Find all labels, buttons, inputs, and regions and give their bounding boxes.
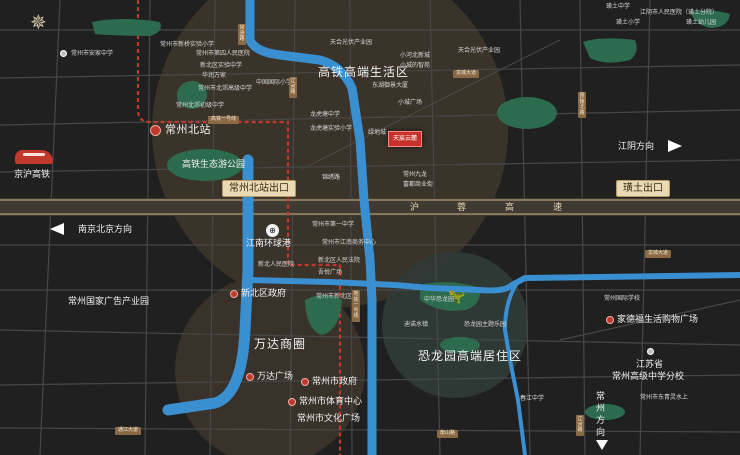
wanda-icon xyxy=(246,373,254,381)
road-plate: 常澄路 xyxy=(238,24,246,45)
poi-label: 小河北新城 xyxy=(400,53,431,59)
jiangyin-hospital-label: 江阴市人民医院（璜土分院） xyxy=(640,10,719,16)
south-arrow-icon xyxy=(596,440,608,450)
wanda-plaza-label: 万达广场 xyxy=(257,371,294,381)
east-arrow-icon xyxy=(668,140,682,152)
jinghu-rail-label: 京沪高铁 xyxy=(14,169,51,179)
poi-label: 常州九龙 xyxy=(403,172,428,178)
road-plate: 通江大道 xyxy=(115,427,142,435)
poi-label: 常州市第一中学 xyxy=(312,222,355,228)
road-plate: 龙城大道 xyxy=(645,250,672,258)
gov-icon xyxy=(230,290,238,298)
nanjing-beijing-direction: 南京北京方向 xyxy=(78,224,133,234)
north-zone-circle xyxy=(152,0,508,308)
poi-label: 中国国际小学 xyxy=(256,80,293,86)
poi-label: 东湖御景大厦 xyxy=(372,83,409,89)
poi-label: 新北人民医院 xyxy=(258,262,295,268)
poi-label: 新北区实验中学 xyxy=(200,63,243,69)
poi-label: 常州北郊初级中学 xyxy=(176,103,225,109)
station-icon xyxy=(150,125,161,136)
jiade-mall-label: 家德福生活购物广场 xyxy=(617,314,699,324)
changzhou-north-station-label: 常州北站 xyxy=(165,124,211,136)
xinbei-gov-label: 新北区政府 xyxy=(241,288,287,298)
culture-plaza-label: 常州市文化广场 xyxy=(297,413,361,423)
city-gov-icon xyxy=(301,378,309,386)
expressway-band xyxy=(0,198,740,216)
jiangsu-school-line1: 江苏省 xyxy=(636,359,664,369)
jiangsu-school-line2: 常州高级中学分校 xyxy=(612,371,685,381)
city-gov-label: 常州市政府 xyxy=(312,376,358,386)
high-speed-train-icon xyxy=(15,150,53,164)
expressway-char: 高 xyxy=(505,202,515,212)
road-plate: 地铁一号线 xyxy=(352,290,360,322)
ad-park-label: 常州国家广告产业园 xyxy=(68,296,150,306)
poi-label: 小城广场 xyxy=(398,100,423,106)
sports-icon xyxy=(288,398,296,406)
school-icon xyxy=(647,348,654,355)
south-zone-label: 万达商圈 xyxy=(254,337,307,351)
poi-label: 常州市江南商务中心 xyxy=(322,240,377,246)
north-zone-label: 高铁高端生活区 xyxy=(318,65,410,79)
poi-label: 天合光伏产业园 xyxy=(330,40,373,46)
road-plate: 辽河路 xyxy=(576,415,584,436)
north-exit-box: 常州北站出口 xyxy=(222,180,296,197)
huangtu-middle-label: 璜土中学 xyxy=(606,4,631,10)
huangtu-kinder-label: 璜土幼儿园 xyxy=(686,20,717,26)
poi-label: 华润万家 xyxy=(202,73,227,79)
road-plate: 辽河路 xyxy=(289,77,297,98)
jiangnan-harbor-label: 江南环球港 xyxy=(246,238,292,248)
huangtu-primary-label: 璜土小学 xyxy=(616,20,641,26)
sports-center-label: 常州市体育中心 xyxy=(299,396,363,406)
poi-label: 常州市第四人民医院 xyxy=(196,51,251,57)
expressway-char: 速 xyxy=(553,202,563,212)
poi-label: 常州国际学校 xyxy=(604,296,641,302)
poi-label: 常州市新桥实验小学 xyxy=(160,42,215,48)
poi-label: 绿地城 xyxy=(368,130,387,136)
poi-label: 常州市东青灵水上 xyxy=(640,395,689,401)
poi-label: 常州市新北区 xyxy=(316,294,353,300)
poi-label: 恐龙园主题乐园 xyxy=(464,322,507,328)
poi-label: 中华恐龙园 xyxy=(424,297,455,303)
road-plate: 龙城大道 xyxy=(453,70,480,78)
poi-label: 小城的智苑 xyxy=(400,63,431,69)
mall-icon xyxy=(606,316,614,324)
east-zone-label: 恐龙园高端居住区 xyxy=(418,349,523,363)
expressway-char: 蓉 xyxy=(457,202,467,212)
rivers xyxy=(162,0,740,455)
dinosaur-icon: 🦖 xyxy=(448,288,466,304)
poi-label: 龙虎塘中学 xyxy=(310,112,341,118)
poi-label: 天合光伏产业园 xyxy=(458,48,501,54)
poi-label: 新北区人民法院 xyxy=(318,258,361,264)
west-arrow-icon xyxy=(50,223,64,235)
harbor-icon: ⊕ xyxy=(266,224,279,237)
road-plate: 晋陵北路 xyxy=(578,92,586,118)
road-plate: 衡山路 xyxy=(437,430,459,438)
project-marker[interactable]: 天宸云麓 xyxy=(388,131,423,147)
poi-label: 锦绣路 xyxy=(322,175,341,181)
anjia-school-label: 常州市安家中学 xyxy=(71,51,114,57)
eco-park-label: 高铁生态游公园 xyxy=(182,159,246,169)
poi-label: 富都商业街 xyxy=(403,182,434,188)
poi-label: 春江中学 xyxy=(520,396,545,402)
anjia-school-icon xyxy=(60,50,67,57)
changzhou-south-direction: 常州方向 xyxy=(596,391,606,437)
poi-label: 迪诺水镇 xyxy=(404,322,429,328)
jiangyin-direction: 江阴方向 xyxy=(618,141,655,151)
poi-label: 常州市北郊高级中学 xyxy=(198,86,253,92)
jingtu-exit-box: 璜土出口 xyxy=(616,180,670,197)
expressway-char: 沪 xyxy=(410,202,420,212)
road-plate: 高铁一号线 xyxy=(208,116,240,124)
poi-label: 龙虎塘实验小学 xyxy=(310,126,353,132)
compass-rose-icon: ✵ xyxy=(30,12,47,34)
poi-label: 吾悦广场 xyxy=(318,270,343,276)
